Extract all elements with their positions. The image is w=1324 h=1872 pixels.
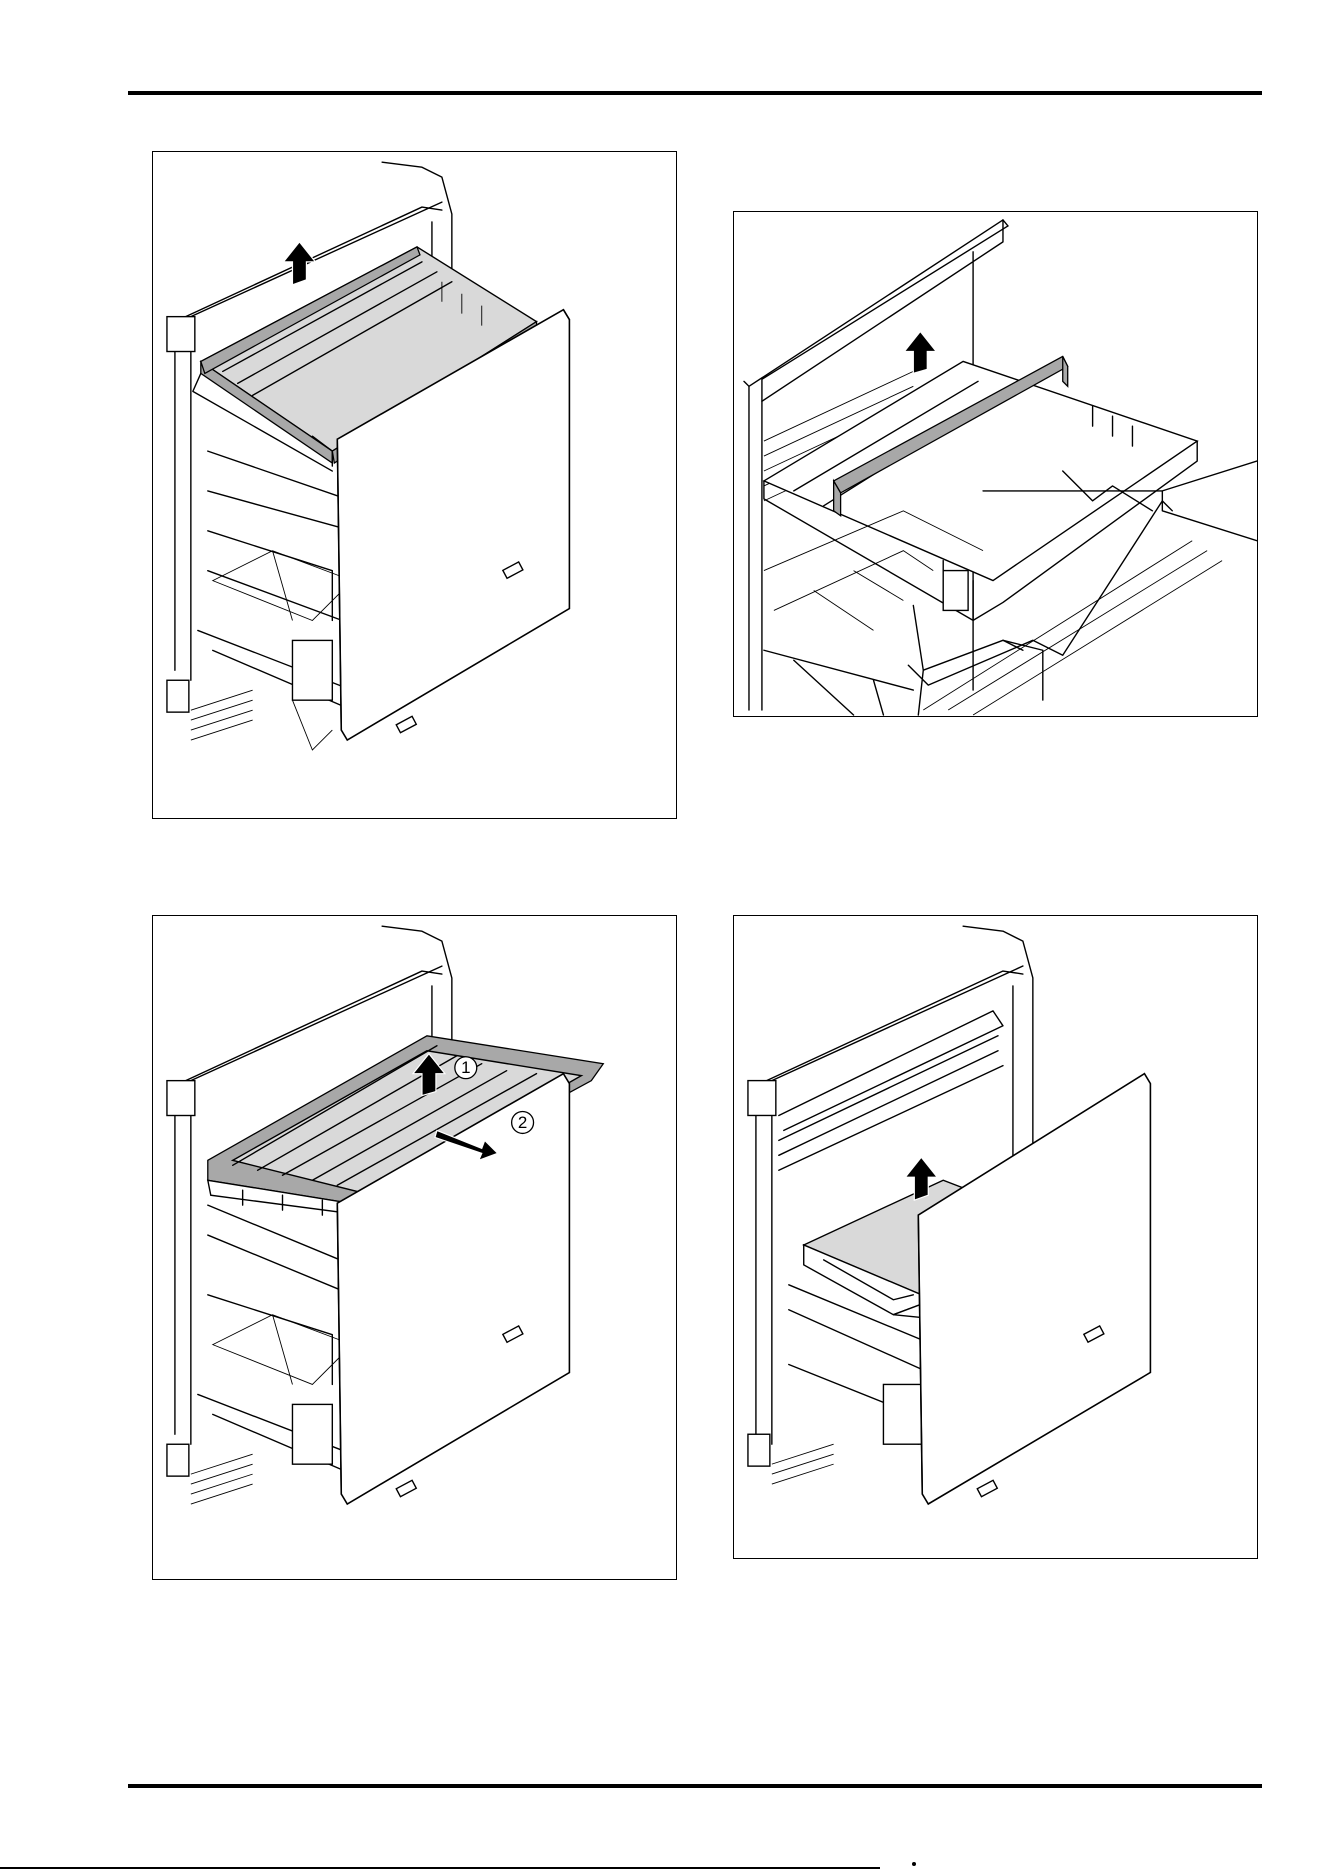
figure-remove-container [733,915,1258,1559]
header-rule [128,91,1262,95]
illustration-drawer-shelf [153,152,676,818]
illustration-container-lift [734,916,1257,1558]
bottom-edge-mark [912,1862,916,1866]
illustration-rack-lift-pull: 1 2 [153,916,676,1579]
illustration-shelf-divider [734,212,1257,716]
footer-rule [128,1784,1262,1788]
bottom-edge-line [0,1867,880,1869]
callout-1-label: 1 [461,1058,470,1077]
figure-remove-shelf [152,151,677,819]
figure-remove-divider [733,211,1258,717]
figure-remove-rack: 1 2 [152,915,677,1580]
up-arrow-icon [284,242,316,285]
up-arrow-icon [904,332,936,374]
callout-2-label: 2 [518,1113,527,1132]
